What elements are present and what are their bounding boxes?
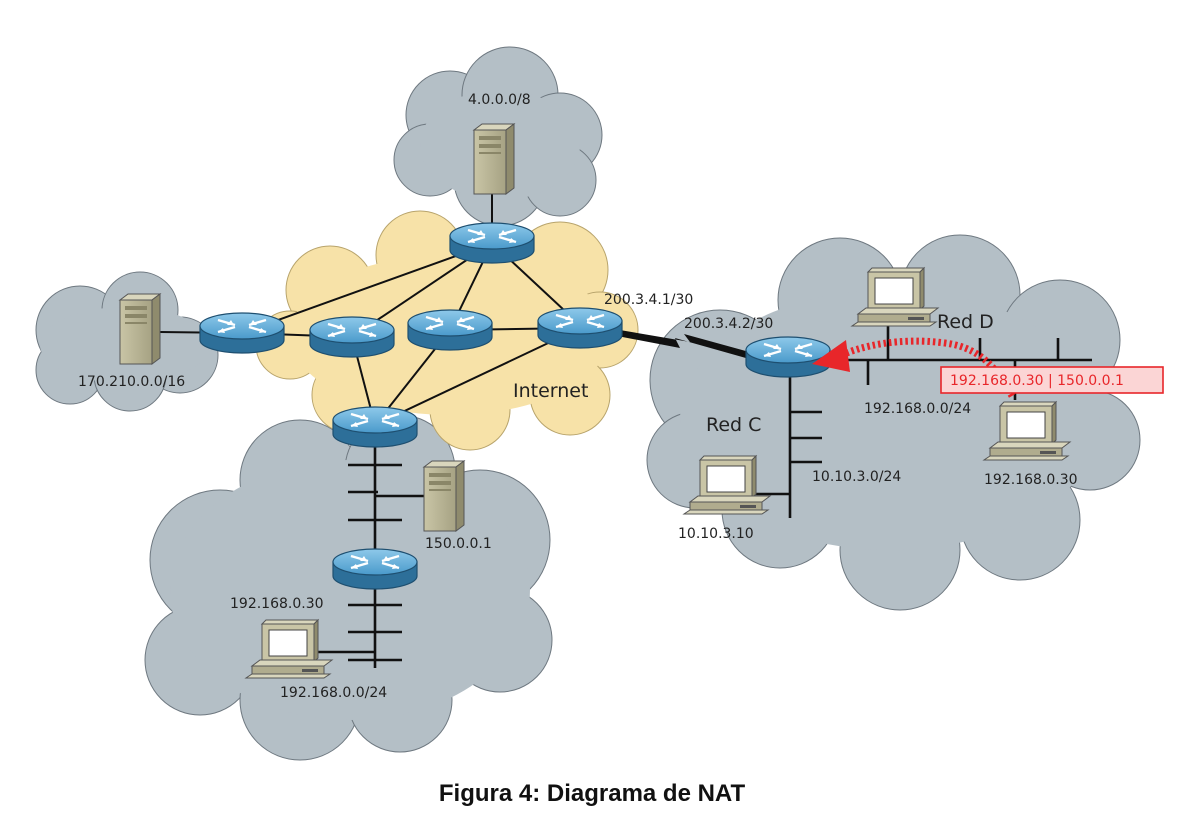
router-core-left[interactable]	[198, 311, 286, 355]
server-top[interactable]	[473, 123, 515, 195]
router-isp[interactable]	[536, 306, 624, 350]
network-bottom-lan-label: 192.168.0.0/24	[280, 685, 387, 701]
router-core-right[interactable]	[406, 308, 494, 352]
red-c-bus	[755, 372, 822, 518]
nat-arrow-path	[838, 337, 1016, 398]
pc-red-d-ip-label: 192.168.0.30	[984, 472, 1078, 488]
cloud-bottom	[144, 414, 553, 761]
server-bottom-ip-label: 150.0.0.1	[425, 536, 492, 552]
wan-client-side-label: 200.3.4.2/30	[684, 316, 773, 332]
internet-label: Internet	[513, 380, 588, 402]
router-nat[interactable]	[744, 335, 832, 379]
nat-arrow-head	[812, 340, 850, 372]
wan-serial-link	[612, 329, 764, 362]
red-c-label: Red C	[706, 414, 761, 436]
router-core-top[interactable]	[448, 221, 536, 265]
pc-red-c-ip-label: 10.10.3.10	[678, 526, 754, 542]
router-core-center[interactable]	[308, 315, 396, 359]
network-top-label: 4.0.0.0/8	[468, 92, 531, 108]
figure-caption: Figura 4: Diagrama de NAT	[439, 780, 746, 807]
wan-isp-side-label: 200.3.4.1/30	[604, 292, 693, 308]
server-left[interactable]	[119, 293, 161, 365]
red-d-label: Red D	[937, 311, 994, 333]
network-left-label: 170.210.0.0/16	[78, 374, 185, 390]
pc-bottom-ip-label: 192.168.0.30	[230, 596, 324, 612]
nat-packet-box: 192.168.0.30 | 150.0.0.1	[940, 366, 1164, 394]
bottom-lan-bus	[300, 440, 430, 668]
router-bottom-lan[interactable]	[331, 547, 419, 591]
network-red-c-label: 10.10.3.0/24	[812, 469, 901, 485]
server-bottom[interactable]	[423, 460, 465, 532]
network-red-d-label: 192.168.0.0/24	[864, 401, 971, 417]
nat-packet-text: 192.168.0.30 | 150.0.0.1	[950, 373, 1124, 389]
router-core-bottom[interactable]	[331, 405, 419, 449]
